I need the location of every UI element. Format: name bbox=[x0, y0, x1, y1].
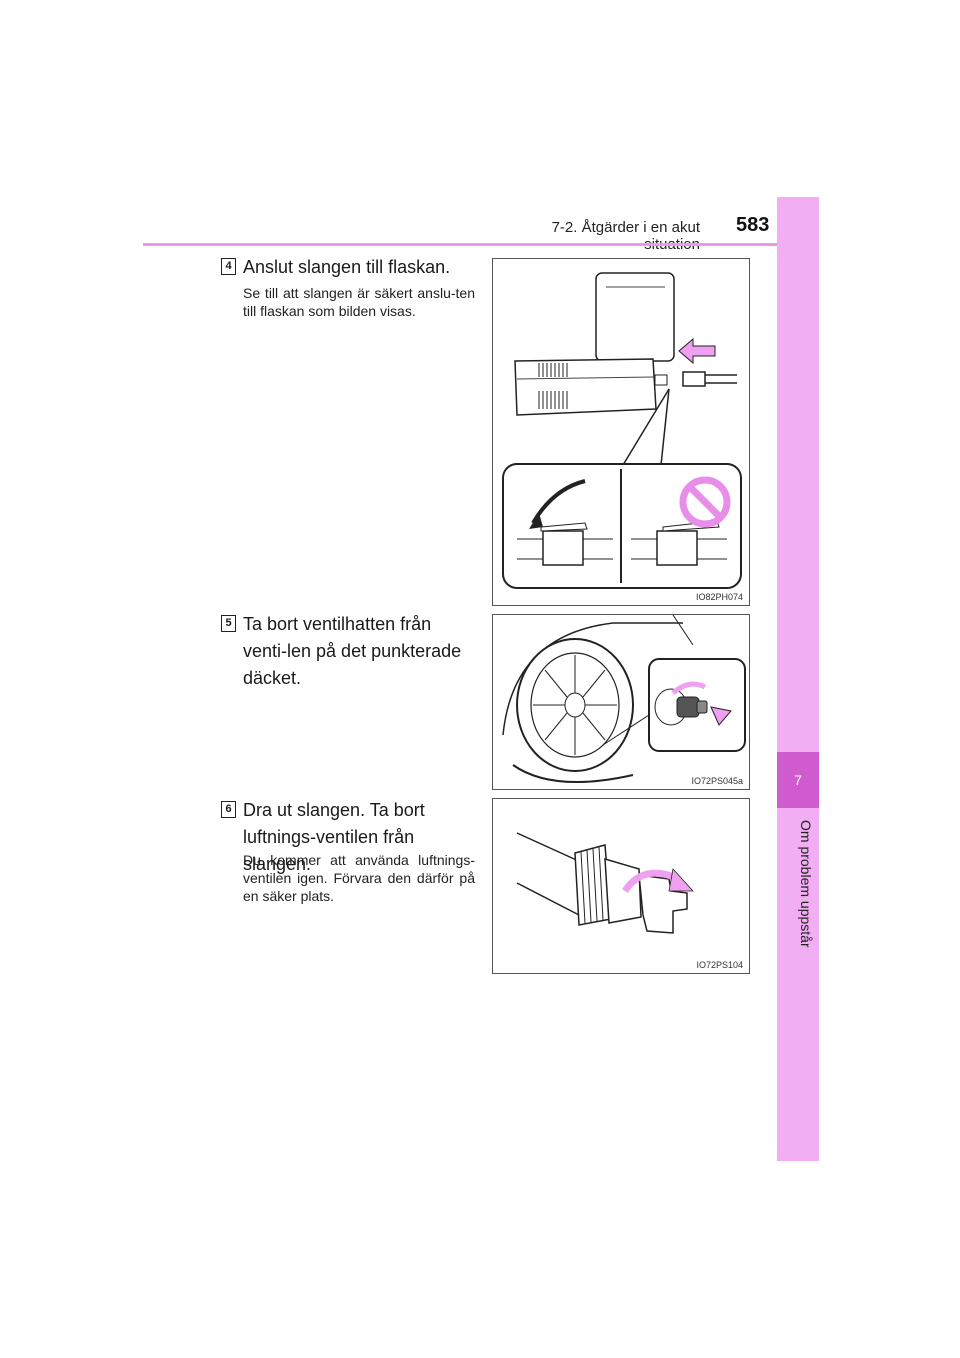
figure-connect-hose: IO82PH074 bbox=[492, 258, 750, 606]
valve-cap-illustration bbox=[502, 615, 746, 784]
curved-arrow-icon bbox=[622, 868, 694, 894]
step-number-badge: 4 bbox=[221, 258, 236, 275]
step-heading: Dra ut slangen. Ta bort luftnings-ventil… bbox=[243, 800, 425, 874]
connect-hose-illustration bbox=[502, 272, 742, 589]
section-title: 7-2. Åtgärder i en akut situation bbox=[551, 219, 700, 253]
step-number-badge: 5 bbox=[221, 615, 236, 632]
step-note: Se till att slangen är säkert anslu-ten … bbox=[243, 285, 475, 319]
chapter-title: Om problem uppstår bbox=[798, 820, 814, 948]
figure-code: IO82PH074 bbox=[695, 592, 743, 602]
header-divider bbox=[143, 243, 819, 246]
prohibited-icon bbox=[679, 476, 731, 528]
figure-code: IO72PS104 bbox=[696, 960, 743, 970]
figure-remove-valve-cap: IO72PS045a bbox=[492, 614, 750, 790]
step-heading: Anslut slangen till flaskan. bbox=[243, 257, 451, 277]
step-note: Du kommer att använda luftnings-ventilen… bbox=[243, 852, 475, 904]
figure-remove-vent-valve: IO72PS104 bbox=[492, 798, 750, 974]
step-heading: Ta bort ventilhatten från venti-len på d… bbox=[243, 614, 462, 688]
step-number-badge: 6 bbox=[221, 801, 236, 818]
chapter-number-tab[interactable]: 7 bbox=[777, 752, 819, 808]
figure-code: IO72PS045a bbox=[691, 776, 743, 786]
chapter-side-tab bbox=[777, 197, 819, 1161]
page-number: 583 bbox=[736, 214, 770, 236]
vent-valve-illustration bbox=[516, 832, 694, 934]
